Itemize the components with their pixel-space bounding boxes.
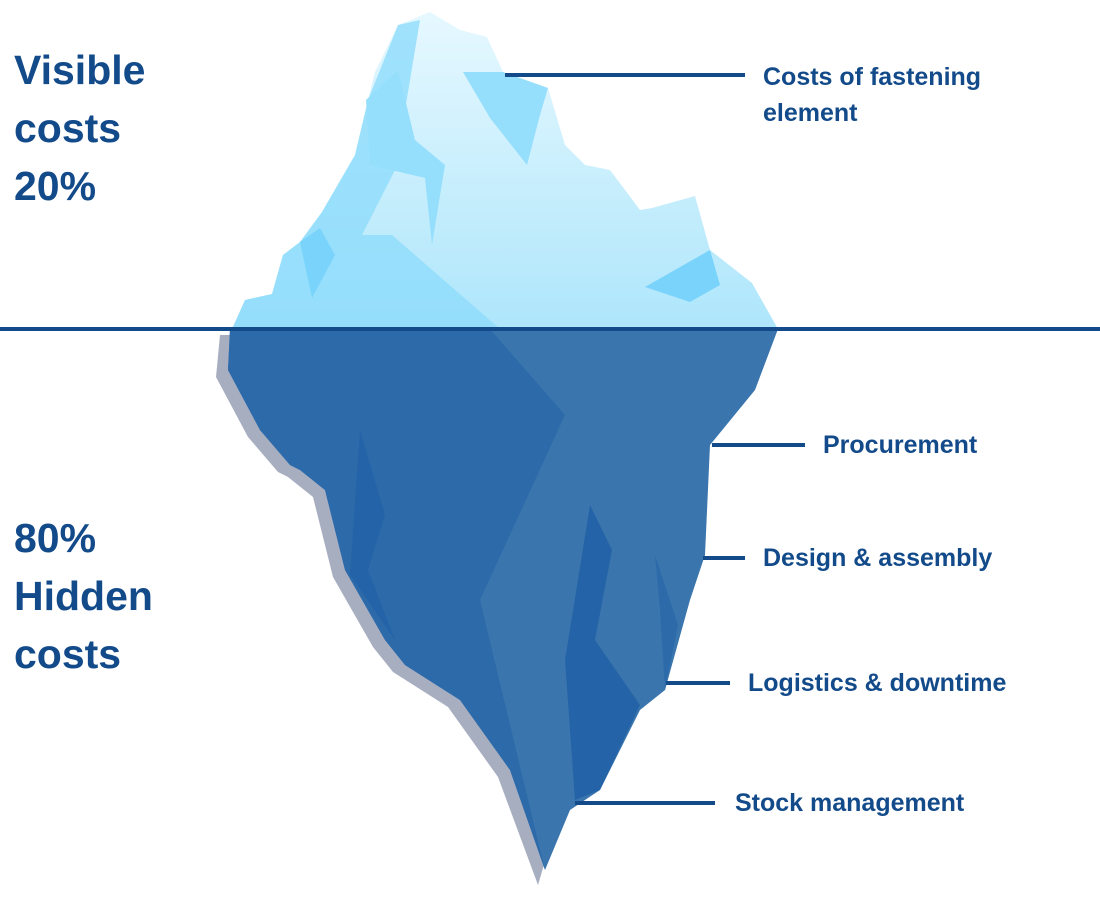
ice-facet [565,505,640,800]
visible-line: costs [14,105,122,151]
ice-facet [300,228,335,298]
ice-facet [655,555,678,690]
visible-costs-heading: Visible costs 20% [14,41,145,215]
iceberg-underwater-left-face [228,329,565,870]
label-design: Design & assembly [763,544,993,572]
visible-line: Visible [14,47,146,93]
hidden-percent: 80% [14,515,97,561]
label-procurement: Procurement [823,431,978,459]
iceberg-tip-left-face [232,20,500,329]
ice-facet [350,430,395,640]
label-stock: Stock management [735,789,965,817]
ice-facet [645,250,720,302]
ice-facet [366,70,445,245]
label-fastening: Costs of fastening element [763,59,981,131]
hidden-costs-heading: 80% Hidden costs [14,509,153,683]
label-line: Costs of fastening [763,63,982,91]
hidden-line: costs [14,631,122,677]
hidden-line: Hidden [14,573,153,619]
label-line: element [763,99,858,127]
label-logistics: Logistics & downtime [748,669,1007,697]
ice-facet [463,72,548,165]
visible-percent: 20% [14,163,97,209]
